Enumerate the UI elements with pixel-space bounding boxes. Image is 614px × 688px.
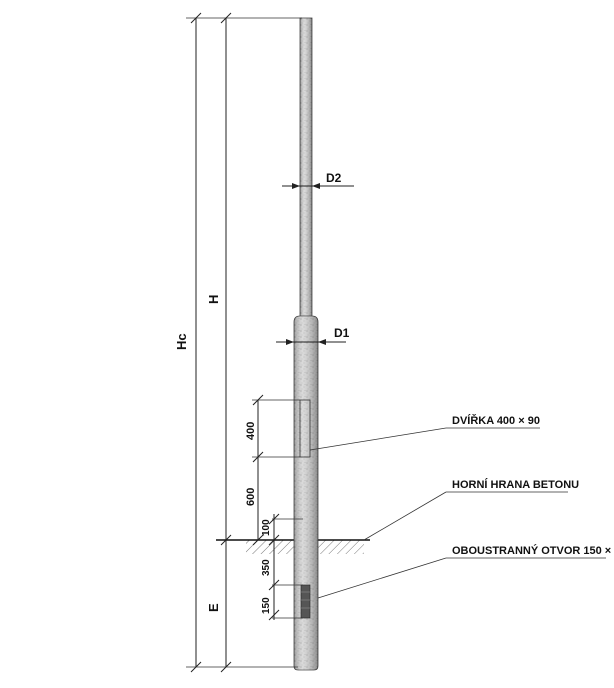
dimension-e: E (206, 540, 232, 673)
callout-concrete-edge-text: HORNÍ HRANA BETONU (452, 478, 579, 491)
ground (216, 539, 370, 554)
dim-hole-offset-top: 100 (261, 519, 272, 536)
label-e: E (206, 603, 221, 612)
dimension-d2: D2 (282, 171, 354, 189)
dim-door-height: 400 (245, 422, 257, 440)
label-d1: D1 (334, 326, 350, 340)
detail-dimensions: 400 600 100 350 150 (245, 394, 303, 621)
label-h: H (206, 295, 221, 304)
callout-door-text: DVÍŘKA 400 × 90 (452, 414, 540, 427)
callout-concrete-edge: HORNÍ HRANA BETONU (363, 478, 579, 541)
callout-through-hole-text: OBOUSTRANNÝ OTVOR 150 × 50 (452, 544, 614, 557)
dimension-h: H (206, 12, 232, 546)
dim-door-to-concrete: 600 (245, 488, 257, 506)
callout-door: DVÍŘKA 400 × 90 (309, 414, 540, 451)
label-d2: D2 (326, 171, 342, 185)
dimension-hc: Hc (174, 12, 302, 673)
callout-through-hole: OBOUSTRANNÝ OTVOR 150 × 50 (317, 544, 614, 599)
through-hole (300, 584, 311, 619)
dim-hole-height: 150 (261, 597, 272, 614)
door-outline (299, 399, 311, 458)
pole-upper-shading (300, 18, 312, 318)
label-hc: Hc (174, 333, 189, 350)
dimension-d1: D1 (276, 326, 350, 345)
pole (293, 17, 319, 671)
dim-hole-below-ground: 350 (261, 559, 272, 576)
